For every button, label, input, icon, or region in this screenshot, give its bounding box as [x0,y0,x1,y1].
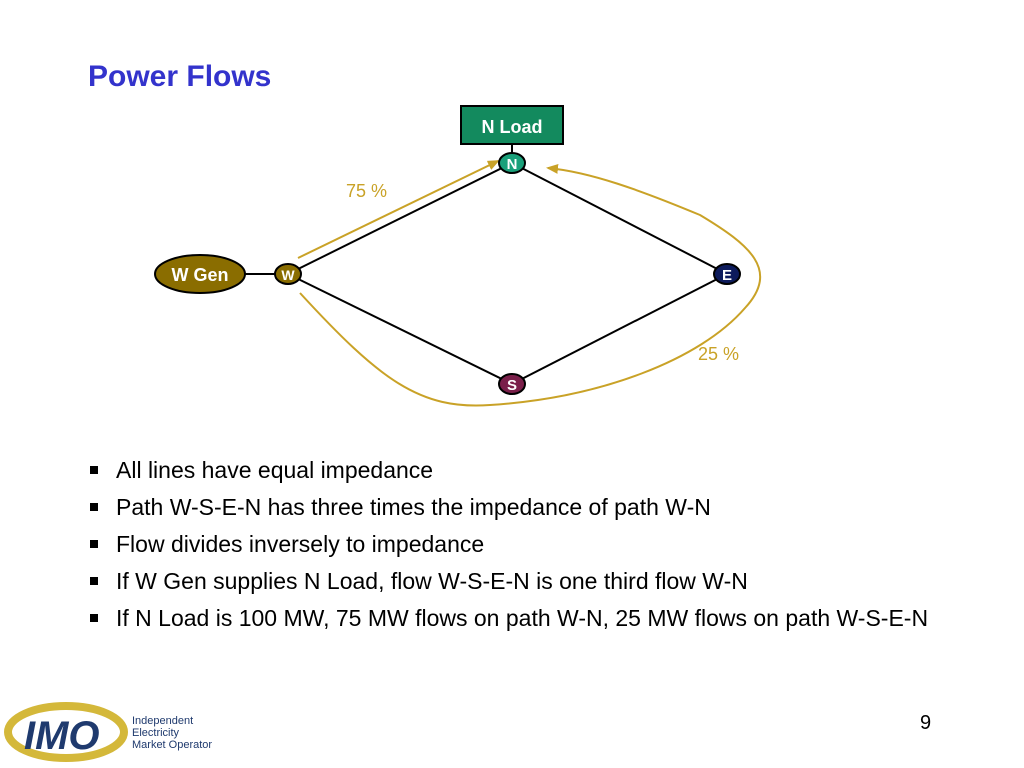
line-e-s [511,273,728,385]
node-s-label: S [507,377,517,394]
bullet-square-icon [90,466,98,474]
node-w-label: W [281,267,295,283]
bullet-item: Path W-S-E-N has three times the impedan… [88,493,968,521]
bullet-square-icon [90,614,98,622]
flow-label-w-n: 75 % [346,181,387,201]
flow-arrow-w-n [297,160,500,259]
bullet-text: If N Load is 100 MW, 75 MW flows on path… [116,605,929,631]
bullet-text: If W Gen supplies N Load, flow W-S-E-N i… [116,568,748,594]
bullet-item: Flow divides inversely to impedance [88,530,968,558]
slide-title: Power Flows [88,60,272,93]
node-s: S [498,373,526,395]
bullet-square-icon [90,503,98,511]
power-flow-diagram: N Load W Gen 75 % 25 % N W E S [154,105,762,407]
bullet-item: All lines have equal impedance [88,456,968,484]
node-n: N [498,152,526,174]
bullet-text: All lines have equal impedance [116,457,434,483]
logo-swoosh-icon [4,702,128,762]
page-number: 9 [920,712,932,734]
bullet-square-icon [90,540,98,548]
bullet-text: Flow divides inversely to impedance [116,531,485,557]
bullet-square-icon [90,577,98,585]
node-e-label: E [722,267,732,284]
line-s-w [287,273,513,385]
imo-logo: IMO Independent Electricity Market Opera… [4,702,212,762]
n-load-box [460,105,564,145]
line-w-n [287,162,513,275]
flow-arrow-w-s-e-n [299,163,762,407]
w-gen-ellipse [154,254,246,294]
logo-wordmark: IMO [24,714,100,758]
n-load-label: N Load [482,117,543,137]
node-n-label: N [507,156,518,173]
logo-line-1: Independent [132,715,193,727]
line-n-e [511,162,728,275]
w-gen-label: W Gen [172,265,229,285]
logo-line-2: Electricity [132,727,180,739]
bullet-list: All lines have equal impedance Path W-S-… [88,456,968,641]
bullet-item: If W Gen supplies N Load, flow W-S-E-N i… [88,567,968,595]
logo-line-3: Market Operator [132,739,212,751]
flow-label-w-s-e-n: 25 % [698,344,739,364]
bullet-text: Path W-S-E-N has three times the impedan… [116,494,711,520]
bullet-item: If N Load is 100 MW, 75 MW flows on path… [88,604,968,632]
node-w: W [274,263,302,285]
node-e: E [713,263,741,285]
